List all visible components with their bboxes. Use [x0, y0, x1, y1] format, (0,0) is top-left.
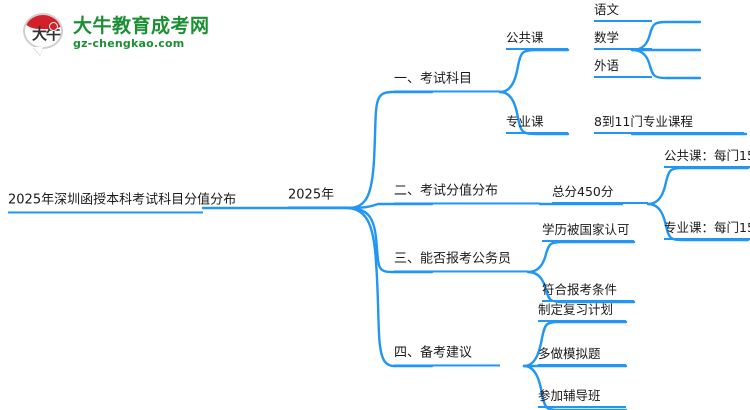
link-gk-yuwen [630, 20, 702, 52]
branch-label-4: 四、备考建议 [394, 345, 473, 361]
branch-node-3-child-1[interactable]: 学历被国家认可 [542, 223, 634, 242]
leaf-node-zhuanye-fenzhi[interactable]: 专业课：每门150分 [664, 221, 750, 240]
leaf-label-zhuanye-kecheng: 8到11门专业课程 [594, 114, 693, 129]
link-center-b3 [346, 206, 434, 274]
logo-text-block: 大牛教育成考网 gz-chengkao.com [73, 15, 210, 51]
site-logo: 大牛 大牛教育成考网 gz-chengkao.com [22, 12, 210, 55]
branch-label-4-3: 参加辅导班 [538, 388, 601, 403]
branch-label-1-2: 专业课 [506, 114, 544, 129]
link-center-b1 [346, 90, 434, 210]
mindmap-root-label: 2025年深圳函授本科考试科目分值分布 [8, 192, 237, 208]
leaf-label-yuwen: 语文 [594, 2, 620, 17]
leaf-node-waiyu[interactable]: 外语 [594, 59, 652, 78]
branch-node-4-child-2[interactable]: 多做模拟题 [538, 347, 626, 366]
branch-node-1[interactable]: 一、考试科目 [394, 72, 500, 92]
leaf-node-shuxue[interactable]: 数学 [594, 31, 652, 50]
leaf-node-gongkai-fenzhi[interactable]: 公共课：每门150分 [664, 149, 750, 168]
branch-node-2-child-1[interactable]: 总分450分 [552, 185, 648, 204]
branch-label-4-1: 制定复习计划 [538, 302, 614, 317]
branch-label-2-1: 总分450分 [552, 184, 614, 199]
link-center-b4 [346, 206, 434, 368]
branch-node-2[interactable]: 二、考试分值分布 [394, 184, 540, 204]
leaf-label-gongkai-fenzhi: 公共课：每门150分 [664, 148, 750, 163]
logo-name-cn: 大牛教育成考网 [73, 15, 210, 37]
branch-node-1-child-1[interactable]: 公共课 [506, 31, 568, 50]
link-b1-gongkai [498, 48, 570, 94]
logo-bubble-shape: 大牛 [23, 13, 63, 49]
leaf-node-yuwen[interactable]: 语文 [594, 3, 652, 22]
branch-label-3: 三、能否报考公务员 [394, 251, 512, 267]
logo-tail-shape [33, 47, 43, 55]
branch-label-1: 一、考试科目 [394, 71, 473, 87]
link-b3-xueli [526, 240, 636, 274]
branch-node-1-child-2[interactable]: 专业课 [506, 115, 568, 134]
logo-mark-icon: 大牛 [22, 12, 66, 55]
branch-node-3-child-2[interactable]: 符合报考条件 [542, 283, 634, 302]
mindmap-center-label: 2025年 [288, 187, 335, 203]
branch-label-4-2: 多做模拟题 [538, 346, 601, 361]
leaf-label-zhuanye-fenzhi: 专业课：每门150分 [664, 220, 750, 235]
logo-dot-shape [49, 22, 58, 31]
branch-node-4-child-3[interactable]: 参加辅导班 [538, 389, 626, 408]
branch-label-3-1: 学历被国家认可 [542, 222, 630, 237]
branch-node-3[interactable]: 三、能否报考公务员 [394, 252, 528, 272]
branch-label-3-2: 符合报考条件 [542, 282, 618, 297]
leaf-label-shuxue: 数学 [594, 30, 620, 45]
link-b4-jihua [522, 320, 628, 368]
logo-name-en: gz-chengkao.com [73, 37, 185, 50]
mindmap-root-node[interactable]: 2025年深圳函授本科考试科目分值分布 [8, 192, 237, 213]
mindmap-center-node[interactable]: 2025年 [288, 188, 348, 208]
leaf-node-zhuanye-kecheng[interactable]: 8到11门专业课程 [594, 115, 744, 134]
branch-node-4-child-1[interactable]: 制定复习计划 [538, 303, 626, 322]
link-zf-gongkai [646, 166, 750, 206]
branch-label-1-1: 公共课 [506, 30, 544, 45]
leaf-label-waiyu: 外语 [594, 58, 620, 73]
link-gk-waiyu [630, 48, 702, 80]
branch-node-4[interactable]: 四、备考建议 [394, 346, 500, 366]
branch-label-2: 二、考试分值分布 [394, 183, 499, 199]
